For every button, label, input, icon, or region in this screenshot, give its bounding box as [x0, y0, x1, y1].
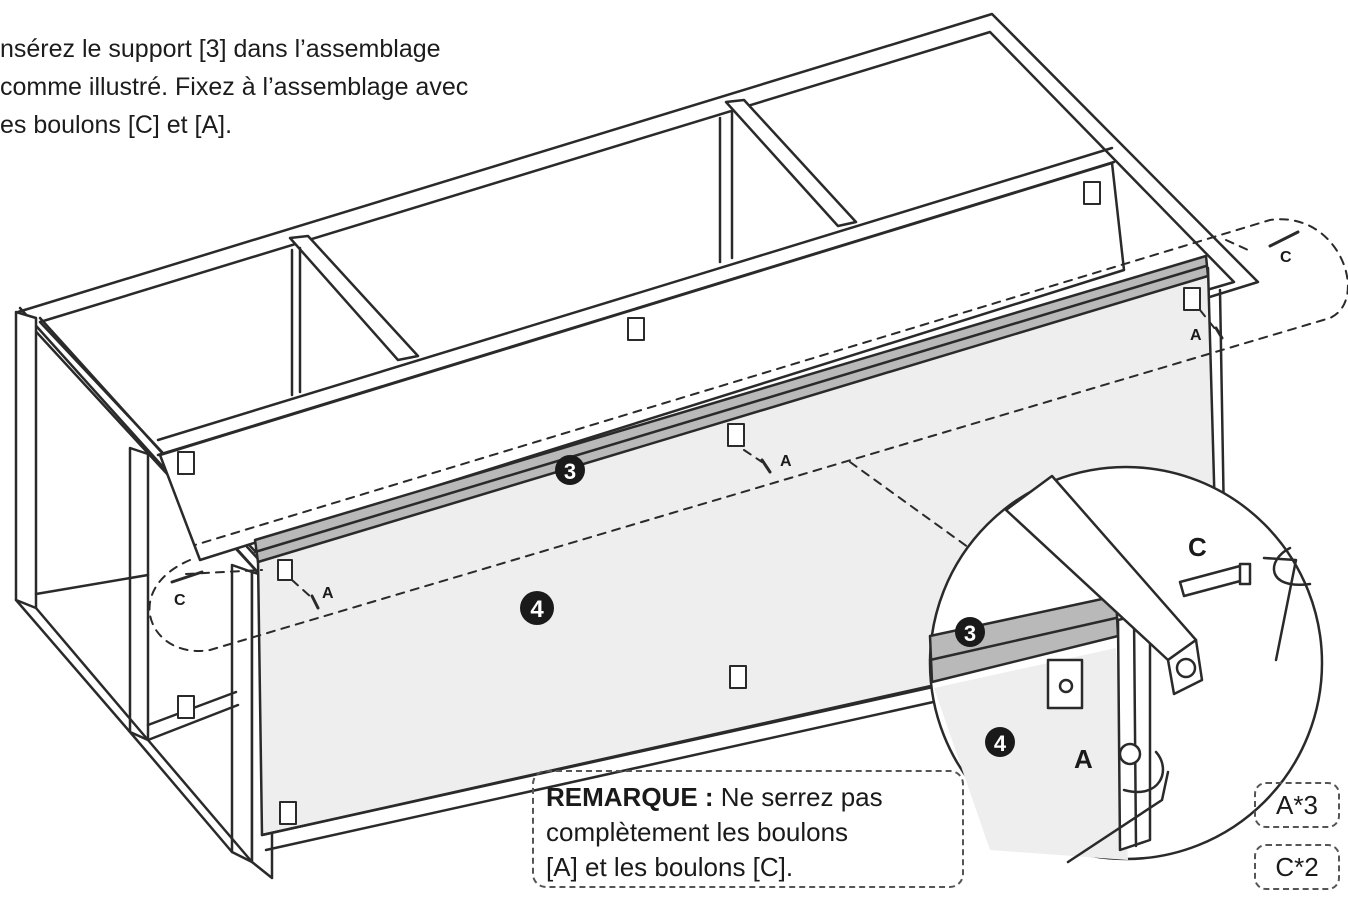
badge-part-4: 4 [520, 591, 554, 625]
badge-part-3-detail: 3 [955, 617, 985, 647]
note-line-1: Ne serrez pas [720, 782, 883, 812]
instruction-line-2: comme illustré. Fixez à l’assemblage ave… [0, 73, 469, 101]
label-c-right: C [1280, 249, 1292, 266]
label-a-center: A [780, 453, 792, 470]
note-line-3: [A] et les boulons [C]. [546, 852, 794, 882]
bottom-front-rail [260, 668, 1012, 837]
back-upper-panel [158, 110, 1126, 562]
svg-text:3: 3 [964, 621, 976, 646]
label-c-detail: C [1188, 532, 1207, 562]
label-a-right: A [1190, 327, 1202, 344]
bolts-a [310, 326, 1224, 610]
svg-text:3: 3 [564, 459, 576, 484]
instruction-line-3: es boulons [C] et [A]. [0, 111, 233, 139]
svg-text:4: 4 [530, 596, 544, 623]
badge-part-3: 3 [555, 455, 585, 485]
label-c-left: C [174, 592, 186, 609]
badge-part-4-detail: 4 [985, 727, 1015, 757]
quantity-c: C*2 [1254, 844, 1340, 890]
note-box: REMARQUE : Ne serrez pas complètement le… [532, 770, 964, 888]
bolts-c [170, 230, 1300, 584]
support-bar [253, 254, 1210, 564]
instruction-line-1: nsérez le support [3] dans l’assemblage [0, 35, 441, 63]
quantity-a: A*3 [1254, 782, 1340, 828]
note-line-2: complètement les boulons [546, 817, 849, 847]
brackets [177, 181, 1201, 825]
instruction-text: nsérez le support [3] dans l’assemblage … [0, 30, 620, 144]
label-a-detail: A [1074, 744, 1093, 774]
svg-text:4: 4 [994, 731, 1007, 756]
detail-circle [928, 465, 1324, 864]
label-a-left: A [322, 585, 334, 602]
note-label: REMARQUE : [546, 782, 714, 812]
